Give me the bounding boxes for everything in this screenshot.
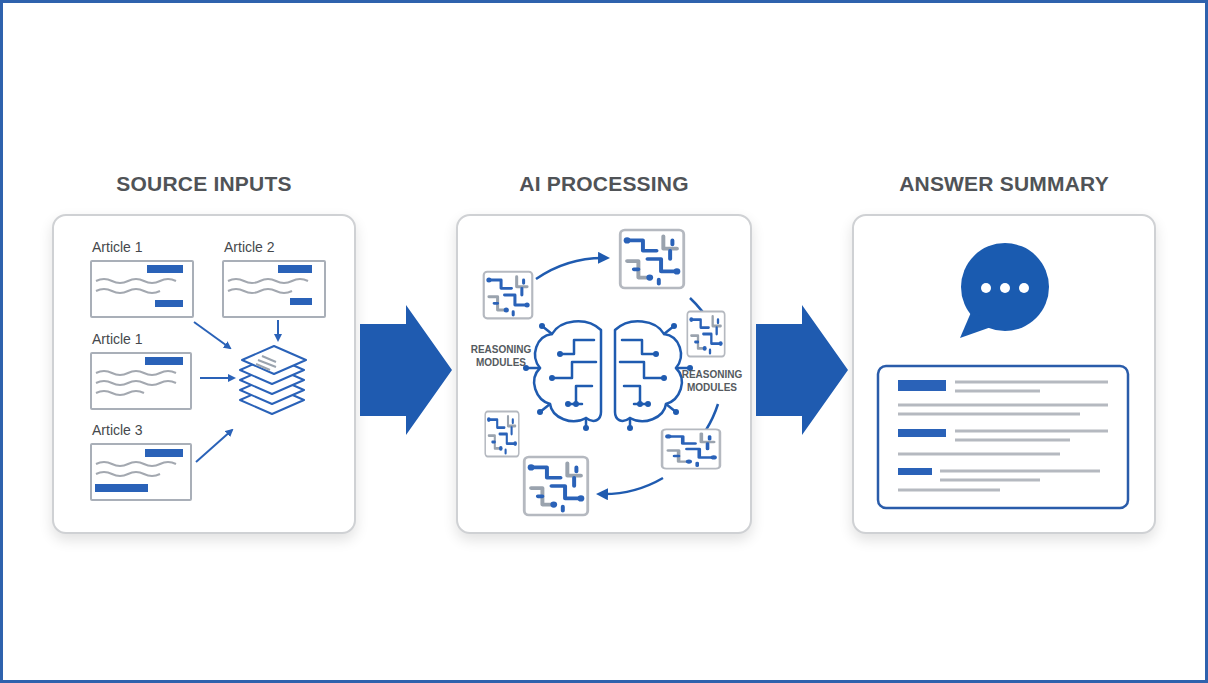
- panel-heading: ANSWER SUMMARY: [784, 172, 1208, 196]
- section-panel: SOURCE INPUTSArticle 1Article 2Article 1…: [52, 214, 356, 534]
- panel-heading: SOURCE INPUTS: [0, 172, 424, 196]
- module-label: REASONING MODULES: [468, 344, 534, 369]
- article-label: Article 3: [92, 422, 143, 438]
- article-card: Article 1: [90, 352, 192, 410]
- module-label: REASONING MODULES: [679, 369, 745, 394]
- article-card: Article 2: [222, 260, 326, 318]
- article-label: Article 1: [92, 331, 143, 347]
- flow-arrow: [360, 305, 452, 435]
- section-panel: ANSWER SUMMARY: [852, 214, 1156, 534]
- article-card: Article 1: [90, 260, 194, 318]
- article-label: Article 1: [92, 239, 143, 255]
- article-label: Article 2: [224, 239, 275, 255]
- flow-arrow: [756, 305, 848, 435]
- panel-heading: AI PROCESSING: [388, 172, 820, 196]
- article-card: Article 3: [90, 443, 192, 501]
